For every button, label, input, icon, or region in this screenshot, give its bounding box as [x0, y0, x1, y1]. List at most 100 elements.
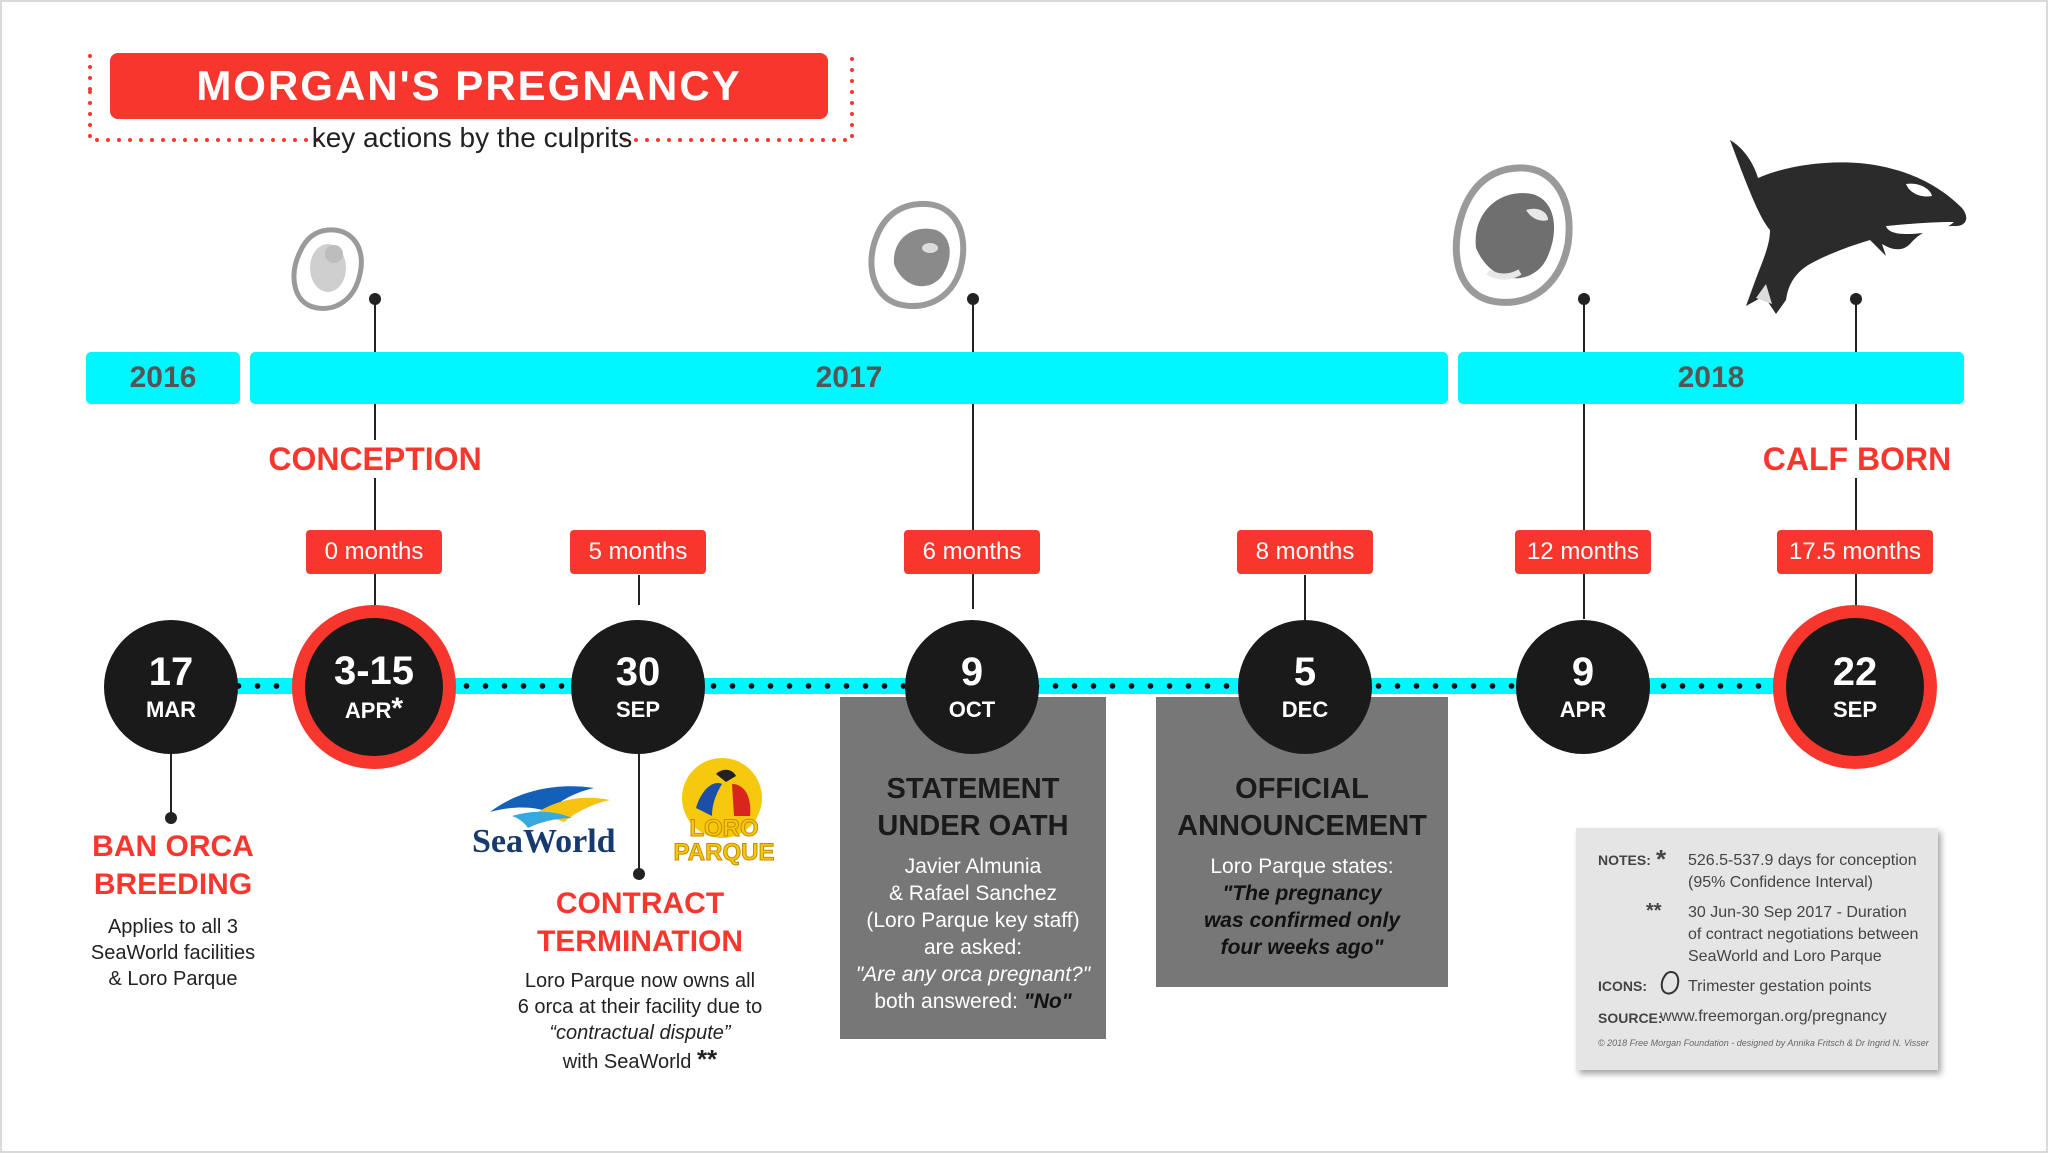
- loro-parque-logo: LORO PARQUE: [673, 758, 775, 867]
- parque-logo-text: PARQUE: [674, 839, 775, 866]
- calf-born-label: CALF BORN: [1732, 440, 1982, 478]
- note1-line: (95% Confidence Interval): [1688, 874, 1873, 891]
- announcement-lead: Loro Parque states:: [1210, 855, 1394, 878]
- date-circle: 9 APR: [1516, 620, 1650, 754]
- header-dotted-frame: [88, 54, 854, 148]
- notes-panel: NOTES: * 526.5-537.9 days for conception…: [1576, 828, 1938, 1070]
- ban-breeding-text: Applies to all 3 SeaWorld facilities & L…: [66, 914, 280, 992]
- statement-question: "Are any orca pregnant?": [855, 963, 1091, 986]
- statement-text-line: (Loro Parque key staff): [866, 909, 1080, 932]
- official-announcement-box: OFFICIAL ANNOUNCEMENT Loro Parque states…: [1156, 697, 1448, 987]
- date-month: APR: [1559, 697, 1607, 722]
- contract-termination-title: CONTRACT TERMINATION: [502, 885, 778, 961]
- date-day: 3-15: [333, 649, 415, 693]
- ban-text-line: SeaWorld facilities: [90, 942, 256, 964]
- date-circle: 17 MAR: [104, 620, 238, 754]
- source-label: SOURCE:: [1598, 1010, 1663, 1026]
- note2-line: SeaWorld and Loro Parque: [1688, 948, 1882, 965]
- ban-text-line: Applies to all 3: [107, 916, 239, 938]
- statement-title-line: STATEMENT: [886, 773, 1060, 805]
- page-subtitle: key actions by the culprits: [311, 122, 633, 153]
- ban-title-line: BREEDING: [93, 868, 253, 901]
- date-month: SEP: [615, 697, 661, 722]
- statement-under-oath-box: STATEMENT UNDER OATH Javier Almunia & Ra…: [840, 697, 1106, 1039]
- page-title: MORGAN'S PREGNANCY: [110, 53, 828, 119]
- date-month: OCT: [948, 697, 996, 722]
- connector-line: [972, 299, 974, 609]
- months-pill: 8 months: [1237, 530, 1373, 574]
- ban-breeding-title: BAN ORCA BREEDING: [66, 828, 280, 904]
- connector-line: [638, 575, 640, 605]
- double-asterisk-mark: **: [696, 1044, 718, 1074]
- pin-dot: [633, 868, 645, 880]
- date-day: 22: [1832, 650, 1878, 694]
- asterisk-mark: *: [391, 692, 404, 725]
- icons-label: ICONS:: [1598, 978, 1647, 994]
- note2-text: 30 Jun-30 Sep 2017 - Duration of contrac…: [1688, 902, 1918, 968]
- gestation-point-icon: [1660, 970, 1680, 995]
- date-day: 17: [148, 650, 194, 694]
- statement-answer: "No": [1023, 990, 1072, 1013]
- note1-marker: *: [1656, 844, 1667, 874]
- connector-line: [1583, 299, 1585, 619]
- contract-last: with SeaWorld: [562, 1051, 692, 1073]
- statement-text-line: Javier Almunia: [904, 855, 1042, 878]
- connector-line: [1304, 575, 1306, 620]
- date-circle: 5 DEC: [1238, 620, 1372, 754]
- seaworld-logo: SeaWorld: [472, 786, 616, 856]
- connector-line: [170, 754, 172, 814]
- statement-title-line: UNDER OATH: [877, 810, 1069, 842]
- months-pill: 17.5 months: [1777, 530, 1933, 574]
- note1-text: 526.5-537.9 days for conception (95% Con…: [1688, 850, 1917, 894]
- note1-line: 526.5-537.9 days for conception: [1688, 852, 1917, 869]
- contract-text-line: Loro Parque now owns all: [524, 970, 756, 992]
- date-month: DEC: [1281, 697, 1329, 722]
- date-month-line: APR*: [344, 694, 403, 724]
- contract-title-line: CONTRACT: [555, 887, 725, 920]
- date-day: 9: [1571, 650, 1595, 694]
- conception-label: CONCEPTION: [250, 440, 500, 478]
- orca-calf-icon: [1730, 140, 1967, 314]
- connector-line: [638, 754, 640, 872]
- notes-label: NOTES:: [1598, 852, 1651, 868]
- date-month: APR: [344, 698, 392, 723]
- embryo-icon: [291, 227, 364, 311]
- announcement-title-line: OFFICIAL: [1235, 773, 1369, 805]
- announcement-quote-line: four weeks ago": [1220, 936, 1384, 959]
- conception-date-circle: 3-15 APR*: [292, 605, 456, 769]
- year-bar-2018: 2018: [1458, 352, 1964, 404]
- pin-dot: [165, 812, 177, 824]
- statement-answer-line: both answered: "No": [840, 988, 1106, 1015]
- ban-text-line: & Loro Parque: [108, 968, 238, 990]
- contract-quote: “contractual dispute”: [549, 1022, 731, 1044]
- statement-answer-prefix: both answered:: [874, 990, 1024, 1013]
- note2-line: 30 Jun-30 Sep 2017 - Duration: [1688, 904, 1907, 921]
- contract-termination-text: Loro Parque now owns all 6 orca at their…: [482, 968, 798, 1075]
- date-circle: 9 OCT: [905, 620, 1039, 754]
- year-bar-2017: 2017: [250, 352, 1448, 404]
- date-day: 9: [960, 650, 984, 694]
- year-bar-2016: 2016: [86, 352, 240, 404]
- fetus-second-trimester-icon: [1452, 164, 1573, 306]
- announcement-quote-line: "The pregnancy: [1222, 882, 1382, 905]
- statement-text-line: & Rafael Sanchez: [888, 882, 1058, 905]
- birth-date-circle: 22 SEP: [1773, 605, 1937, 769]
- months-pill: 12 months: [1515, 530, 1651, 574]
- months-pill: 5 months: [570, 530, 706, 574]
- icons-text: Trimester gestation points: [1688, 978, 1872, 995]
- announcement-title-line: ANNOUNCEMENT: [1177, 810, 1427, 842]
- date-day: 5: [1293, 650, 1317, 694]
- contract-last-line: with SeaWorld **: [482, 1046, 798, 1075]
- months-pill: 0 months: [306, 530, 442, 574]
- note2-line: of contract negotiations between: [1688, 926, 1919, 943]
- seaworld-logo-text: SeaWorld: [472, 823, 616, 856]
- months-pill: 6 months: [904, 530, 1040, 574]
- loro-logo-text: LORO: [689, 815, 758, 842]
- announcement-quote-line: was confirmed only: [1203, 909, 1401, 932]
- date-circle: 30 SEP: [571, 620, 705, 754]
- date-month: SEP: [1832, 697, 1878, 722]
- ban-title-line: BAN ORCA: [92, 830, 254, 863]
- contract-title-line: TERMINATION: [536, 925, 744, 958]
- fetus-first-trimester-icon: [868, 200, 967, 309]
